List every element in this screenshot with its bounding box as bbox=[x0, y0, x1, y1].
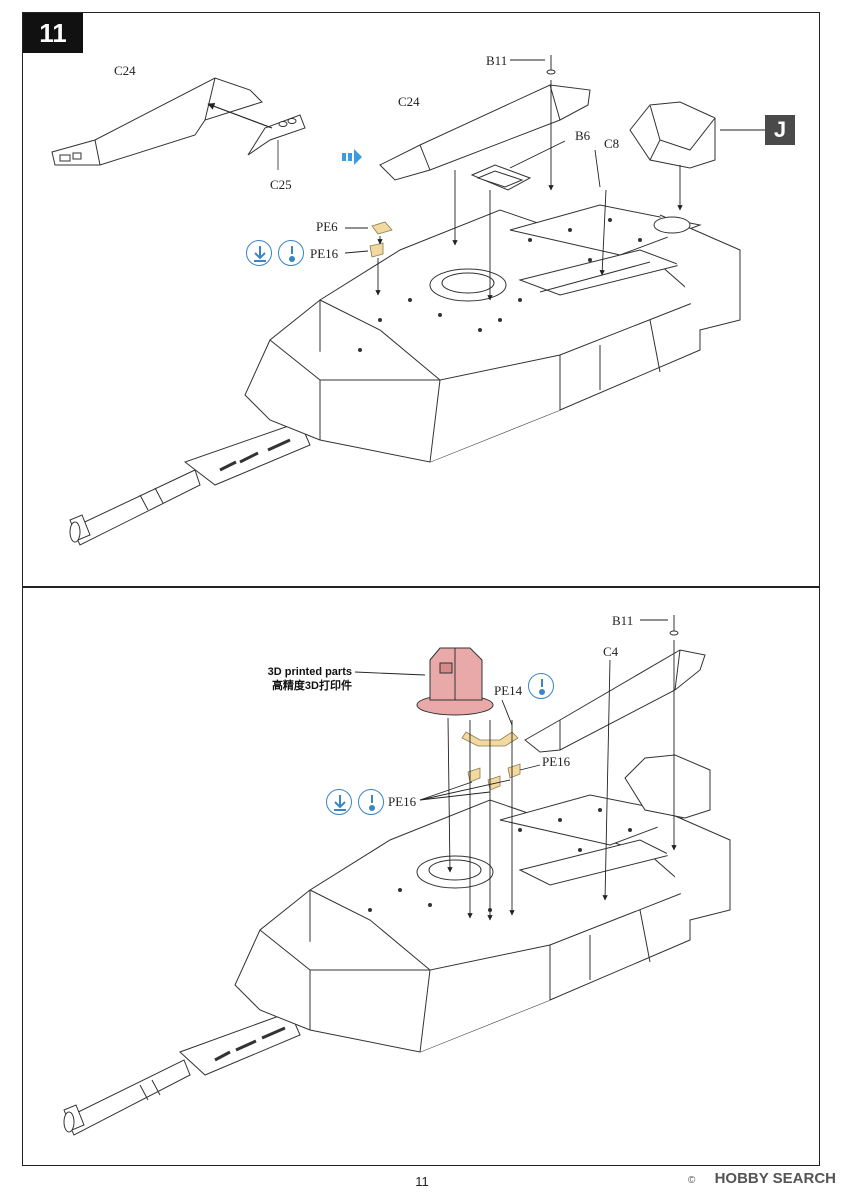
part-c24-left bbox=[51, 77, 263, 166]
bend-down-icon bbox=[246, 240, 272, 266]
label-b11-bottom: B11 bbox=[612, 613, 634, 628]
part-3d-printed bbox=[416, 647, 494, 716]
double-arrow-icon bbox=[342, 149, 362, 165]
label-b6: B6 bbox=[575, 128, 591, 143]
subassembly-j bbox=[629, 101, 716, 169]
copyright-mark: © bbox=[688, 1175, 696, 1186]
part-c25 bbox=[247, 114, 306, 156]
brand-watermark: HOBBY SEARCH bbox=[714, 1170, 836, 1187]
label-pe16-bottom: PE16 bbox=[388, 794, 417, 809]
label-c24-right: C24 bbox=[398, 94, 420, 109]
glue-drop-icon bbox=[358, 789, 384, 815]
part-b6 bbox=[470, 164, 532, 191]
label-pe16-small: PE16 bbox=[542, 754, 571, 769]
part-c24-right bbox=[379, 84, 591, 181]
bend-down-icon bbox=[326, 789, 352, 815]
part-b11-top bbox=[546, 55, 556, 75]
tank-drawing-top bbox=[69, 204, 741, 546]
label-pe6: PE6 bbox=[316, 219, 338, 234]
tank-drawing-bottom bbox=[63, 754, 731, 1136]
label-pe16-top: PE16 bbox=[310, 246, 339, 261]
label-c25: C25 bbox=[270, 177, 292, 192]
glue-drop-icon bbox=[278, 240, 304, 266]
subassembly-badge-j: J bbox=[765, 115, 795, 145]
part-b11-bottom bbox=[669, 615, 679, 636]
step-panel-bottom bbox=[22, 587, 820, 1166]
label-c24-left: C24 bbox=[114, 63, 136, 78]
step-number-badge: 11 bbox=[23, 13, 83, 53]
glue-drop-icon bbox=[528, 673, 554, 699]
printed-parts-note: 3D printed parts 高精度3D打印件 bbox=[240, 665, 352, 693]
label-pe14: PE14 bbox=[494, 683, 523, 698]
printed-note-en: 3D printed parts bbox=[267, 666, 352, 678]
label-c4: C4 bbox=[603, 644, 619, 659]
page-number: 11 bbox=[415, 1174, 429, 1189]
part-c4 bbox=[524, 649, 706, 753]
step-panel-top: 11 bbox=[22, 12, 820, 587]
label-b11-top: B11 bbox=[486, 53, 508, 68]
label-c8: C8 bbox=[604, 136, 620, 151]
printed-note-cn: 高精度3D打印件 bbox=[271, 680, 352, 692]
